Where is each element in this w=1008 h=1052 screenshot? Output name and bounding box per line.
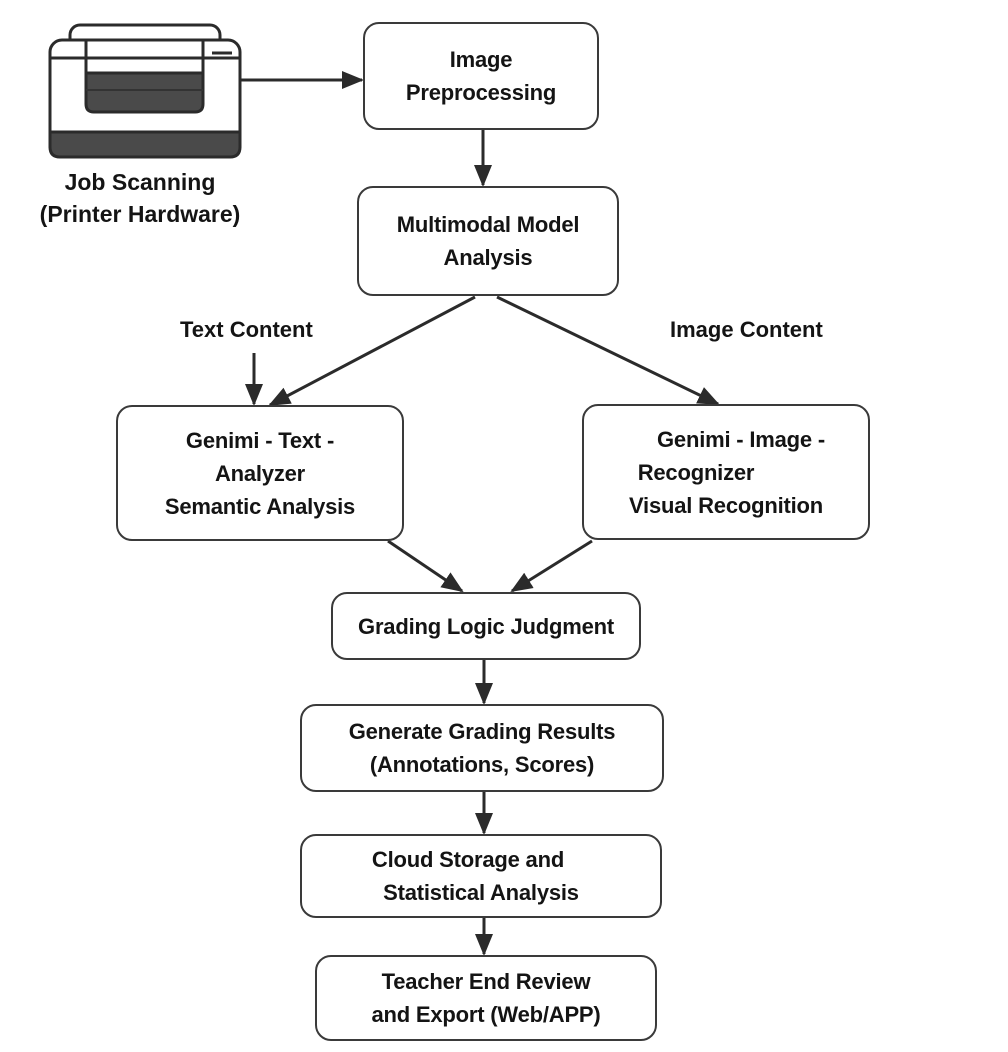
branch-label-text-content: Text Content (180, 317, 313, 342)
edge-multimodal-to-image-recognizer (496, 295, 720, 406)
node-line: Generate Grading Results (348, 719, 616, 744)
node-grading-logic: Grading Logic Judgment (331, 592, 641, 660)
node-line: Cloud Storage and (371, 847, 565, 872)
node-line: Visual Recognition (628, 492, 824, 518)
node-line: (Annotations, Scores) (369, 752, 595, 777)
node-line: Analyzer (214, 460, 306, 486)
node-multimodal-analysis: Multimodal Model Analysis (357, 186, 619, 296)
node-line: Analysis (443, 245, 533, 270)
node-line: Multimodal Model (396, 212, 580, 237)
node-line: Preprocessing (405, 80, 557, 105)
node-cloud-storage: Cloud Storage and Statistical Analysis (300, 834, 662, 918)
node-line: Statistical Analysis (383, 880, 579, 905)
node-line: Semantic Analysis (164, 493, 356, 519)
printer-caption: Job Scanning (Printer Hardware) (30, 166, 250, 230)
printer-icon (48, 23, 242, 159)
edge-multimodal-to-text-analyzer (268, 295, 476, 407)
node-line: Recognizer (637, 459, 755, 485)
node-generate-results: Generate Grading Results (Annotations, S… (300, 704, 664, 792)
node-line: Genimi - Text - (185, 427, 335, 453)
node-teacher-review: Teacher End Review and Export (Web/APP) (315, 955, 657, 1041)
node-image-recognizer: Genimi - Image - Recognizer Visual Recog… (582, 404, 870, 540)
node-line: Grading Logic Judgment (358, 613, 614, 639)
node-image-preprocessing: Image Preprocessing (363, 22, 599, 130)
node-line: Teacher End Review (381, 969, 591, 994)
edge-image-recognizer-to-grading-logic (510, 539, 593, 593)
printer-caption-line-1: Job Scanning (64, 169, 216, 195)
node-line: and Export (Web/APP) (371, 1002, 601, 1027)
node-text-analyzer: Genimi - Text - Analyzer Semantic Analys… (116, 405, 404, 541)
edge-text-analyzer-to-grading-logic (387, 539, 464, 593)
node-line: Genimi - Image - (657, 426, 825, 452)
node-line: Image (449, 47, 513, 72)
branch-label-image-content: Image Content (670, 317, 823, 342)
printer-caption-line-2: (Printer Hardware) (39, 201, 241, 227)
